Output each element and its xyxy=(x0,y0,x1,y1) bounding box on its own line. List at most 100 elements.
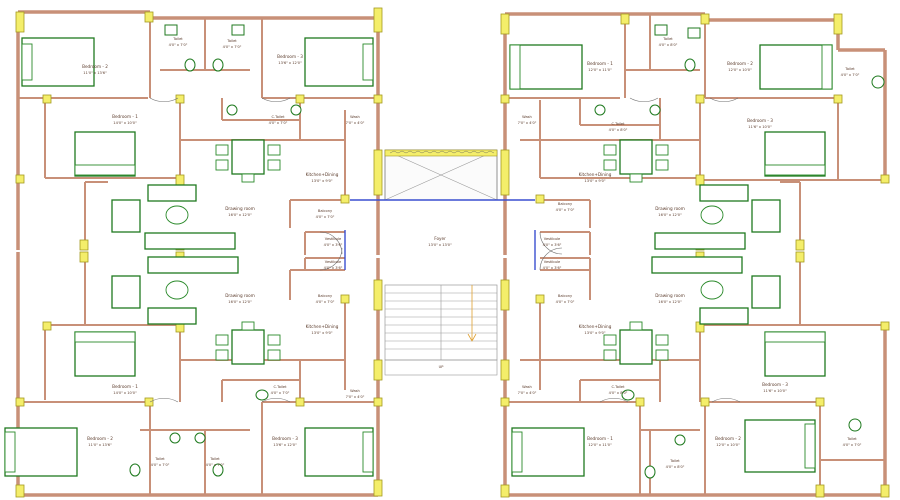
label-br-ctoilet: C.Toilet xyxy=(611,385,625,389)
size-foyer: 13'0" x 13'0" xyxy=(428,243,452,247)
room-labels: Bedroom - 2 11'0" x 13'6" Bedroom - 3 13… xyxy=(82,37,862,469)
label-bl-ctoilet: C.Toilet xyxy=(273,385,287,389)
dining-table-br xyxy=(619,329,653,365)
label-tr-kitchen: Kitchen+Dining xyxy=(579,172,612,177)
size-tl-toilet2: 4'0" x 7'0" xyxy=(223,45,242,49)
size-br-toilet: 4'0" x 8'0" xyxy=(666,465,685,469)
size-bl-wash: 7'0" x 4'0" xyxy=(346,395,365,399)
label-bl-balcony: Balcony xyxy=(318,294,333,298)
label-tl-toilet2: Toilet xyxy=(226,39,237,43)
label-tl-bed1: Bedroom - 1 xyxy=(112,114,138,119)
label-bl-toilet1: Toilet xyxy=(154,457,165,461)
size-br-bed1: 12'0" x 11'0" xyxy=(588,443,612,447)
size-tl-drawing: 16'0" x 12'0" xyxy=(228,213,252,217)
size-bl-vestibule: 4'0" x 3'6" xyxy=(324,266,343,270)
size-tr-toilet: 4'0" x 8'0" xyxy=(659,43,678,47)
size-tr-wash: 7'0" x 4'0" xyxy=(518,121,537,125)
label-br-balcony: Balcony xyxy=(558,294,573,298)
label-tl-vestibule: Vestibule xyxy=(325,237,342,241)
bed-tr-bed1 xyxy=(509,44,583,90)
size-tl-vestibule: 4'0" x 3'6" xyxy=(324,243,343,247)
size-br-kitchen: 13'0" x 9'0" xyxy=(584,331,605,335)
size-tr-bed2: 12'0" x 10'0" xyxy=(728,68,752,72)
stair-up-mark: UP xyxy=(439,365,445,369)
label-br-drawing: Drawing room xyxy=(655,293,685,298)
label-tr-ctoilet: C.Toilet xyxy=(611,122,625,126)
size-tl-balcony: 4'0" x 7'0" xyxy=(316,215,335,219)
door-swings xyxy=(149,97,741,403)
size-bl-bed3: 13'6" x 12'0" xyxy=(273,443,297,447)
size-tl-bed3: 13'6" x 12'0" xyxy=(278,61,302,65)
size-br-toilet2: 4'0" x 7'0" xyxy=(843,443,862,447)
size-tr-bed3: 11'6" x 10'0" xyxy=(748,125,772,129)
label-tl-drawing: Drawing room xyxy=(225,206,255,211)
label-tr-bed1: Bedroom - 1 xyxy=(587,61,613,66)
label-tr-vestibule: Vestibule xyxy=(544,237,561,241)
bed-bl-bed2 xyxy=(4,427,78,477)
label-tl-ctoilet: C.Toilet xyxy=(271,115,285,119)
size-br-drawing: 16'0" x 12'0" xyxy=(658,300,682,304)
size-tl-bed1: 14'0" x 10'0" xyxy=(113,121,137,125)
furniture xyxy=(4,24,885,479)
label-br-toilet: Toilet xyxy=(669,459,680,463)
label-bl-drawing: Drawing room xyxy=(225,293,255,298)
label-tl-bed2: Bedroom - 2 xyxy=(82,64,108,69)
label-foyer: Foyer xyxy=(434,236,446,241)
sofa-bl-long xyxy=(147,256,239,274)
size-br-ctoilet: 4'0" x 8'0" xyxy=(609,391,628,395)
size-br-bed2: 12'0" x 10'0" xyxy=(716,443,740,447)
label-br-bed1: Bedroom - 1 xyxy=(587,436,613,441)
label-tl-balcony: Balcony xyxy=(318,209,333,213)
dining-table-bl xyxy=(231,329,265,365)
bed-tr-bed2 xyxy=(759,44,833,90)
size-tr-ctoilet: 4'0" x 8'0" xyxy=(609,128,628,132)
size-bl-ctoilet: 4'0" x 7'0" xyxy=(271,391,290,395)
size-tl-wash: 7'0" x 4'0" xyxy=(346,121,365,125)
label-br-wash: Wash xyxy=(522,385,532,389)
size-tr-kitchen: 13'0" x 9'0" xyxy=(584,179,605,183)
columns xyxy=(15,7,890,498)
size-tr-vestibule: 4'0" x 3'6" xyxy=(543,243,562,247)
size-bl-bed1: 14'0" x 10'0" xyxy=(113,391,137,395)
label-br-kitchen: Kitchen+Dining xyxy=(579,324,612,329)
sofa-tr-top xyxy=(699,184,749,202)
size-tl-bed2: 11'0" x 13'6" xyxy=(83,71,107,75)
size-tr-balcony: 4'0" x 7'0" xyxy=(556,208,575,212)
label-br-bed3: Bedroom - 3 xyxy=(762,382,788,387)
size-br-bed3: 11'6" x 10'0" xyxy=(763,389,787,393)
size-bl-drawing: 16'0" x 12'0" xyxy=(228,300,252,304)
label-bl-bed3: Bedroom - 3 xyxy=(272,436,298,441)
bed-bl-bed3 xyxy=(304,427,374,477)
dining-table-tr xyxy=(619,139,653,175)
size-tr-drawing: 16'0" x 12'0" xyxy=(658,213,682,217)
label-bl-kitchen: Kitchen+Dining xyxy=(306,324,339,329)
size-bl-toilet1: 4'0" x 7'0" xyxy=(151,463,170,467)
bed-br-bed1 xyxy=(511,427,585,477)
label-tr-bed3: Bedroom - 3 xyxy=(747,118,773,123)
size-tl-kitchen: 13'0" x 9'0" xyxy=(311,179,332,183)
label-tl-toilet1: Toilet xyxy=(172,37,183,41)
bed-br-bed2 xyxy=(744,419,816,473)
size-bl-bed2: 11'0" x 13'6" xyxy=(88,443,112,447)
size-br-balcony: 4'0" x 7'0" xyxy=(556,300,575,304)
label-tl-bed3: Bedroom - 3 xyxy=(277,54,303,59)
sofa-br-long xyxy=(651,256,743,274)
label-tr-wash: Wash xyxy=(522,115,532,119)
size-br-wash: 7'0" x 4'0" xyxy=(518,391,537,395)
size-tr-toilet2: 4'0" x 7'0" xyxy=(841,73,860,77)
size-bl-kitchen: 13'0" x 9'0" xyxy=(311,331,332,335)
dining-table-tl xyxy=(231,139,265,175)
label-br-bed2: Bedroom - 2 xyxy=(715,436,741,441)
size-bl-balcony: 4'0" x 7'0" xyxy=(316,300,335,304)
size-bl-toilet2: 4'0" x 7'0" xyxy=(206,463,225,467)
size-tr-bed1: 12'0" x 11'0" xyxy=(588,68,612,72)
size-tl-toilet1: 4'0" x 7'0" xyxy=(169,43,188,47)
label-bl-bed2: Bedroom - 2 xyxy=(87,436,113,441)
label-tr-bed2: Bedroom - 2 xyxy=(727,61,753,66)
label-tr-balcony: Balcony xyxy=(558,202,573,206)
size-br-vestibule: 4'0" x 3'6" xyxy=(543,266,562,270)
label-tr-toilet2: Toilet xyxy=(844,67,855,71)
size-tl-ctoilet: 4'0" x 7'0" xyxy=(269,121,288,125)
sofa-tl-top xyxy=(147,184,197,202)
